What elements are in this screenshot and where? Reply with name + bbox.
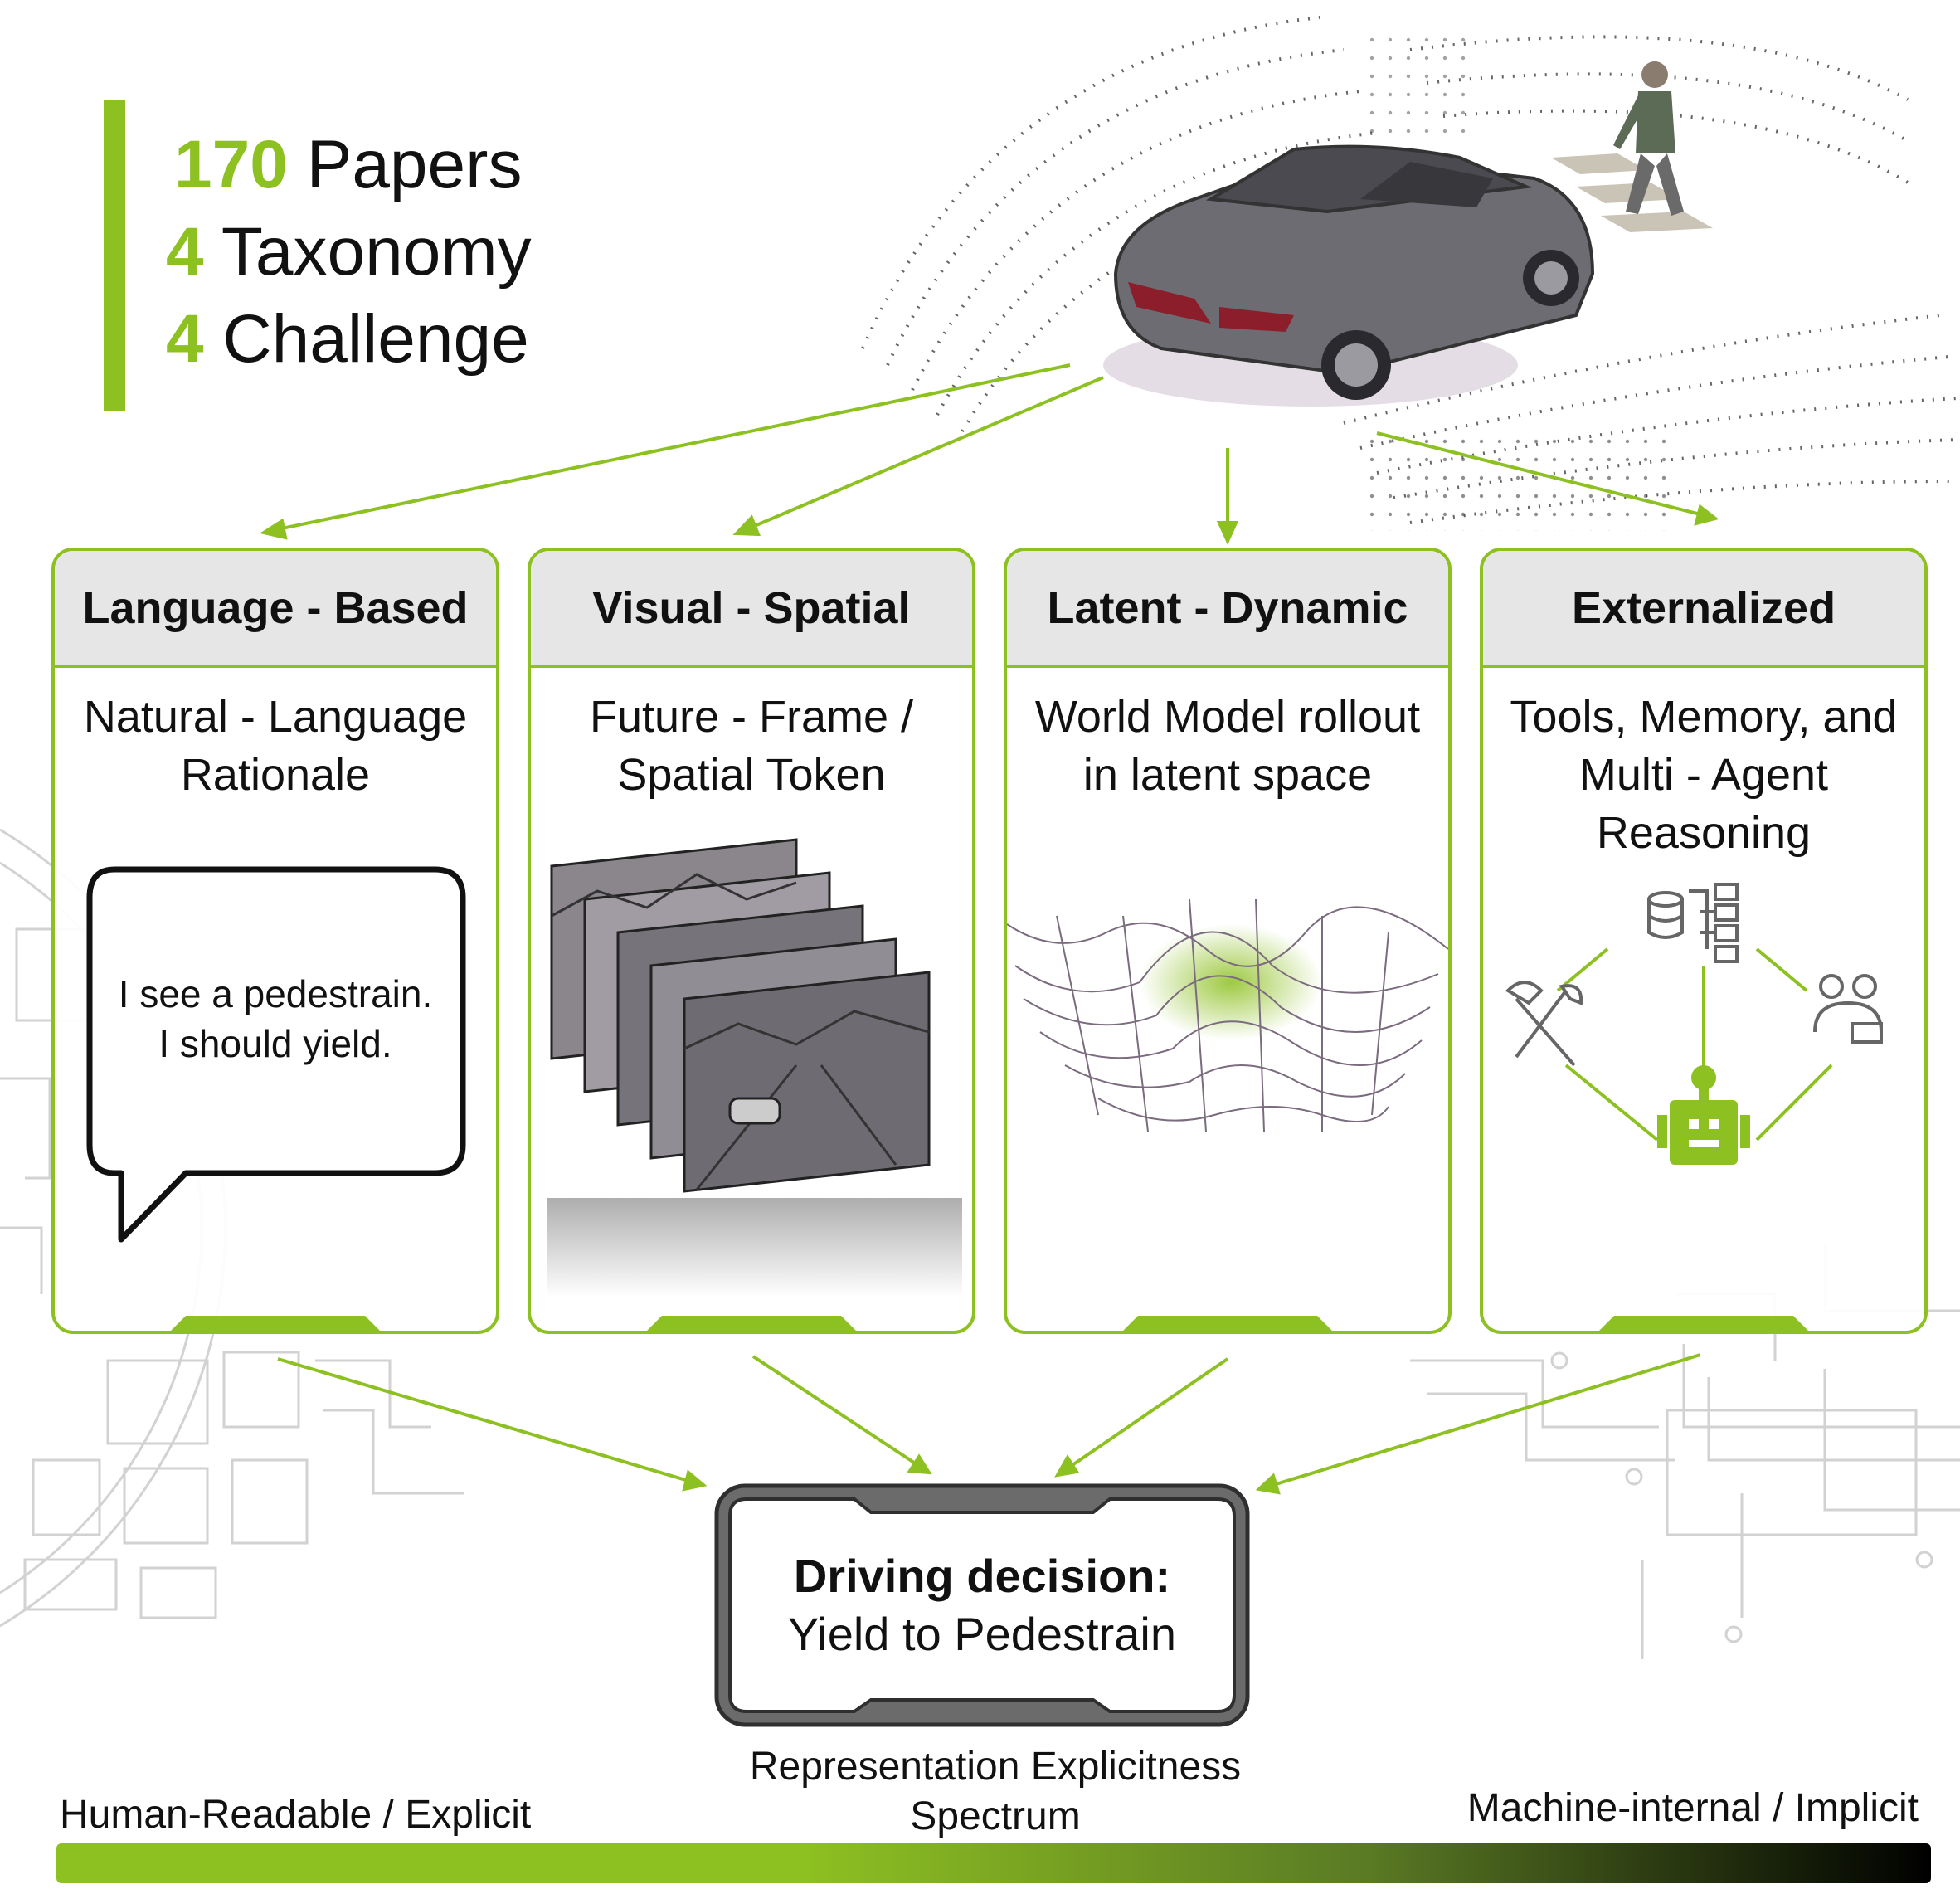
card-tab — [168, 1316, 383, 1331]
spectrum-title-line: Spectrum — [910, 1794, 1081, 1838]
card-tab — [1120, 1316, 1335, 1331]
subtitle-line: Natural - Language — [83, 692, 468, 742]
card-tab — [1596, 1316, 1812, 1331]
bubble-line: I see a pedestrain. — [118, 972, 433, 1015]
card-subtitle: World Model rollout in latent space — [1015, 688, 1440, 804]
subtitle-line: Multi - Agent — [1578, 750, 1829, 800]
stats-accent-bar — [104, 100, 125, 411]
subtitle-line: World Model rollout — [1034, 692, 1421, 742]
card-subtitle: Natural - Language Rationale — [63, 688, 488, 804]
subtitle-line: Tools, Memory, and — [1510, 692, 1898, 742]
stat-number: 4 — [166, 301, 204, 377]
car-icon — [1103, 144, 1595, 407]
arrows-bottom — [277, 1353, 1701, 1495]
speech-bubble-icon — [86, 866, 466, 1243]
card-title: Latent - Dynamic — [1007, 551, 1448, 668]
spectrum-gradient-bar — [56, 1843, 1931, 1883]
decision-title: Driving decision: — [793, 1550, 1171, 1602]
card-tab — [644, 1316, 859, 1331]
stat-challenge: 4 Challenge — [166, 305, 529, 373]
card-subtitle: Tools, Memory, and Multi - Agent Reasoni… — [1491, 688, 1916, 862]
latent-surface-icon — [1007, 898, 1448, 1132]
tools-icon — [1505, 981, 1583, 1067]
crosswalk — [1551, 153, 1713, 232]
stat-papers: 170 Papers — [174, 131, 522, 199]
stat-number: 4 — [166, 214, 204, 290]
arrows-top — [259, 363, 1719, 545]
robot-icon — [1657, 1065, 1750, 1165]
card-subtitle: Future - Frame / Spatial Token — [539, 688, 964, 804]
subtitle-line: Spatial Token — [617, 750, 886, 800]
decision-body: Yield to Pedestrain — [788, 1608, 1176, 1660]
stats-panel: 170 Papers 4 Taxonomy 4 Challenge — [104, 100, 568, 411]
spectrum-title: Representation Explicitness Spectrum — [697, 1742, 1294, 1842]
decision-frame — [714, 1483, 1250, 1727]
card-visual-spatial: Visual - Spatial Future - Frame / Spatia… — [528, 548, 975, 1334]
subtitle-line: Future - Frame / — [589, 692, 914, 742]
card-title: Visual - Spatial — [531, 551, 972, 668]
card-language-based: Language - Based Natural - Language Rati… — [51, 548, 499, 1334]
speech-bubble-text: I see a pedestrain. I should yield. — [55, 969, 496, 1069]
bubble-line: I should yield. — [158, 1022, 392, 1065]
spectrum-left-label: Human-Readable / Explicit — [60, 1793, 532, 1837]
stat-label: Challenge — [222, 301, 529, 377]
stat-label: Taxonomy — [221, 214, 532, 290]
frame-stack-icon — [547, 838, 962, 1297]
subtitle-line: Reasoning — [1596, 808, 1812, 858]
driving-decision-box: Driving decision: Yield to Pedestrain — [713, 1482, 1251, 1728]
point-cloud — [861, 15, 1958, 524]
decision-label: Driving decision: Yield to Pedestrain — [747, 1547, 1218, 1663]
multi-agent-icon — [1813, 974, 1883, 1044]
card-title: Language - Based — [55, 551, 496, 668]
stat-taxonomy: 4 Taxonomy — [166, 218, 532, 286]
agent-network-diagram — [1505, 883, 1883, 1165]
pedestrian-icon — [1613, 61, 1684, 216]
spectrum-title-line: Representation Explicitness — [749, 1745, 1242, 1789]
database-icon — [1647, 883, 1739, 963]
spectrum-right-label: Machine-internal / Implicit — [1466, 1786, 1919, 1830]
card-externalized: Externalized Tools, Memory, and Multi - … — [1480, 548, 1928, 1334]
stat-label: Papers — [306, 127, 523, 202]
stat-number: 170 — [174, 127, 288, 202]
subtitle-line: Rationale — [180, 750, 371, 800]
subtitle-line: in latent space — [1082, 750, 1373, 800]
card-title: Externalized — [1483, 551, 1924, 668]
card-latent-dynamic: Latent - Dynamic World Model rollout in … — [1004, 548, 1452, 1334]
